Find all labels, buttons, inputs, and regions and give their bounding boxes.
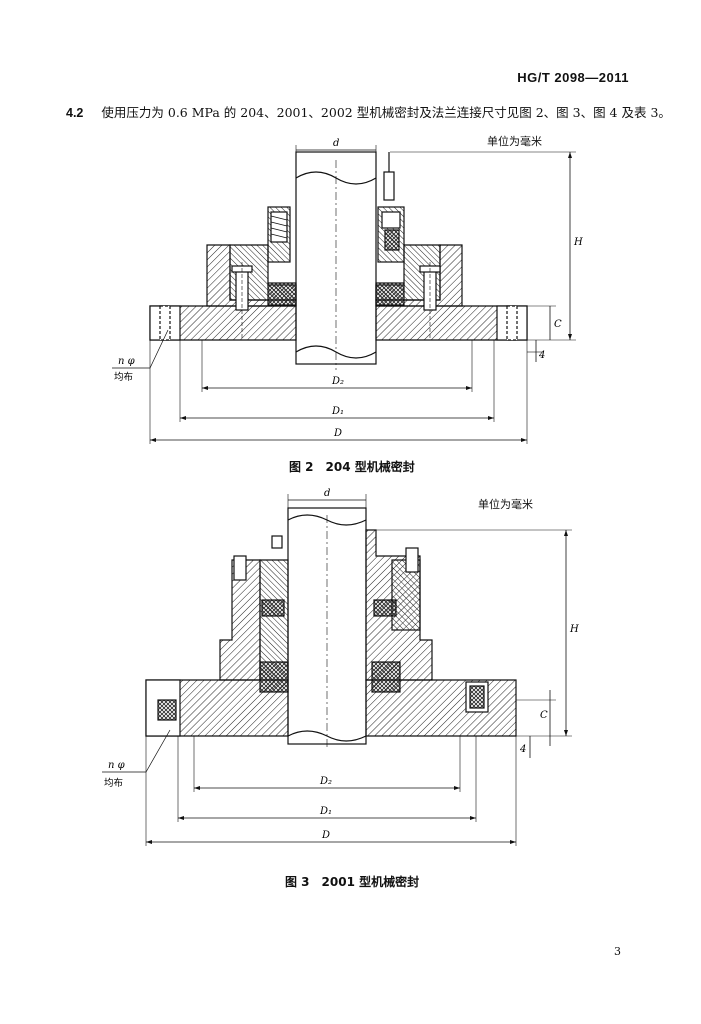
clause-number: 4.2	[66, 106, 84, 120]
fig3-label-junbu: 均布	[104, 777, 123, 789]
fig3-label-C: C	[540, 710, 548, 721]
figure3-drawing: d H C 4 D₂ D₁ D n φ 均布	[102, 488, 579, 846]
fig3-label-H: H	[569, 624, 579, 635]
fig3-label-D2: D₂	[319, 776, 332, 787]
fig2-label-4: 4	[538, 350, 545, 361]
figure2-caption: 图 2 204 型机械密封	[289, 460, 415, 474]
fig2-label-n-phi: n φ	[118, 356, 135, 367]
fig3-label-D1: D₁	[319, 806, 332, 817]
figure3-caption: 图 3 2001 型机械密封	[285, 875, 420, 889]
fig3-label-4: 4	[519, 744, 526, 755]
fig3-label-n-phi: n φ	[108, 760, 125, 771]
fig2-label-D1: D₁	[331, 406, 344, 417]
fig2-label-D: D	[333, 428, 342, 439]
fig3-label-d: d	[324, 488, 330, 499]
fig2-label-D2: D₂	[331, 376, 344, 387]
fig3-label-D: D	[321, 830, 330, 841]
standard-code: HG/T 2098—2011	[517, 70, 629, 85]
fig2-label-C: C	[554, 319, 562, 330]
figure2-unit-note: 单位为毫米	[487, 135, 542, 148]
clause-text: 使用压力为 0.6 MPa 的 204、2001、2002 型机械密封及法兰连接…	[101, 105, 671, 120]
page-number: 3	[614, 945, 621, 958]
clause-paragraph: 4.2 使用压力为 0.6 MPa 的 204、2001、2002 型机械密封及法…	[66, 102, 671, 121]
fig2-label-d: d	[333, 138, 339, 149]
figure3-unit-note: 单位为毫米	[478, 498, 533, 511]
figure2-drawing: d H C 4 D₂ D₁ D n φ 均布	[112, 138, 583, 444]
fig2-label-H: H	[573, 237, 583, 248]
fig2-label-junbu: 均布	[114, 371, 133, 383]
